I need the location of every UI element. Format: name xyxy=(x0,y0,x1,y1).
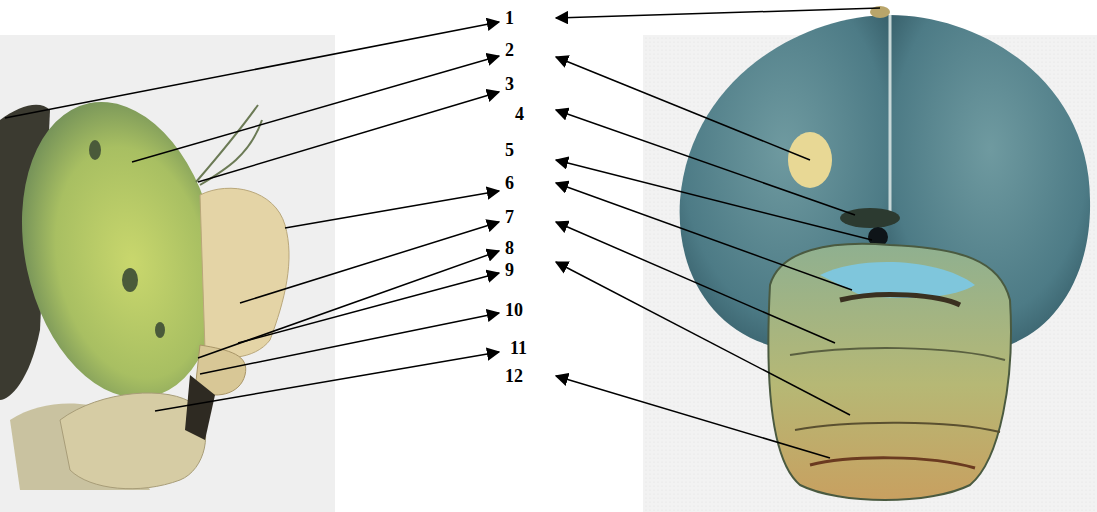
leader-line xyxy=(240,222,499,303)
leader-line xyxy=(200,313,499,374)
mandible-shadow xyxy=(185,375,215,440)
eye-seam xyxy=(889,15,892,215)
face xyxy=(768,244,1011,500)
leader-line xyxy=(198,92,499,182)
callout-number: 7 xyxy=(505,207,514,227)
antenna xyxy=(196,105,258,182)
labrum-edge xyxy=(795,423,1000,432)
leader-lines xyxy=(5,22,499,411)
leader-line xyxy=(556,376,830,458)
vertex-base xyxy=(840,208,900,228)
eye-spot xyxy=(155,322,165,338)
callout-number: 1 xyxy=(505,8,514,28)
eye-spot xyxy=(122,268,138,292)
labrum xyxy=(60,393,206,489)
callout-number: 11 xyxy=(510,338,527,358)
leader-line xyxy=(238,273,499,343)
leader-line xyxy=(285,191,499,228)
frons-edge xyxy=(840,295,960,305)
labium-edge xyxy=(810,458,975,468)
leader-line xyxy=(556,57,810,160)
callout-number: 3 xyxy=(505,74,514,94)
leader-line xyxy=(198,251,499,358)
leader-line xyxy=(556,183,852,290)
antenna xyxy=(200,120,262,185)
callout-number: 6 xyxy=(505,173,514,193)
callout-number: 12 xyxy=(505,366,523,386)
leader-lines xyxy=(556,8,880,458)
leader-line xyxy=(556,262,850,415)
frons xyxy=(200,188,289,357)
callout-number: 10 xyxy=(505,300,523,320)
leader-line xyxy=(155,352,499,411)
eye-spot xyxy=(89,140,101,160)
leader-line xyxy=(556,222,835,343)
callout-number: 4 xyxy=(515,104,524,124)
callout-number: 9 xyxy=(505,260,514,280)
callout-number: 2 xyxy=(505,40,514,60)
leader-line xyxy=(556,8,880,18)
clypeus-edge xyxy=(790,348,1005,360)
callout-number: 8 xyxy=(505,238,514,258)
leader-line xyxy=(5,22,499,118)
callout-number: 5 xyxy=(505,140,514,160)
